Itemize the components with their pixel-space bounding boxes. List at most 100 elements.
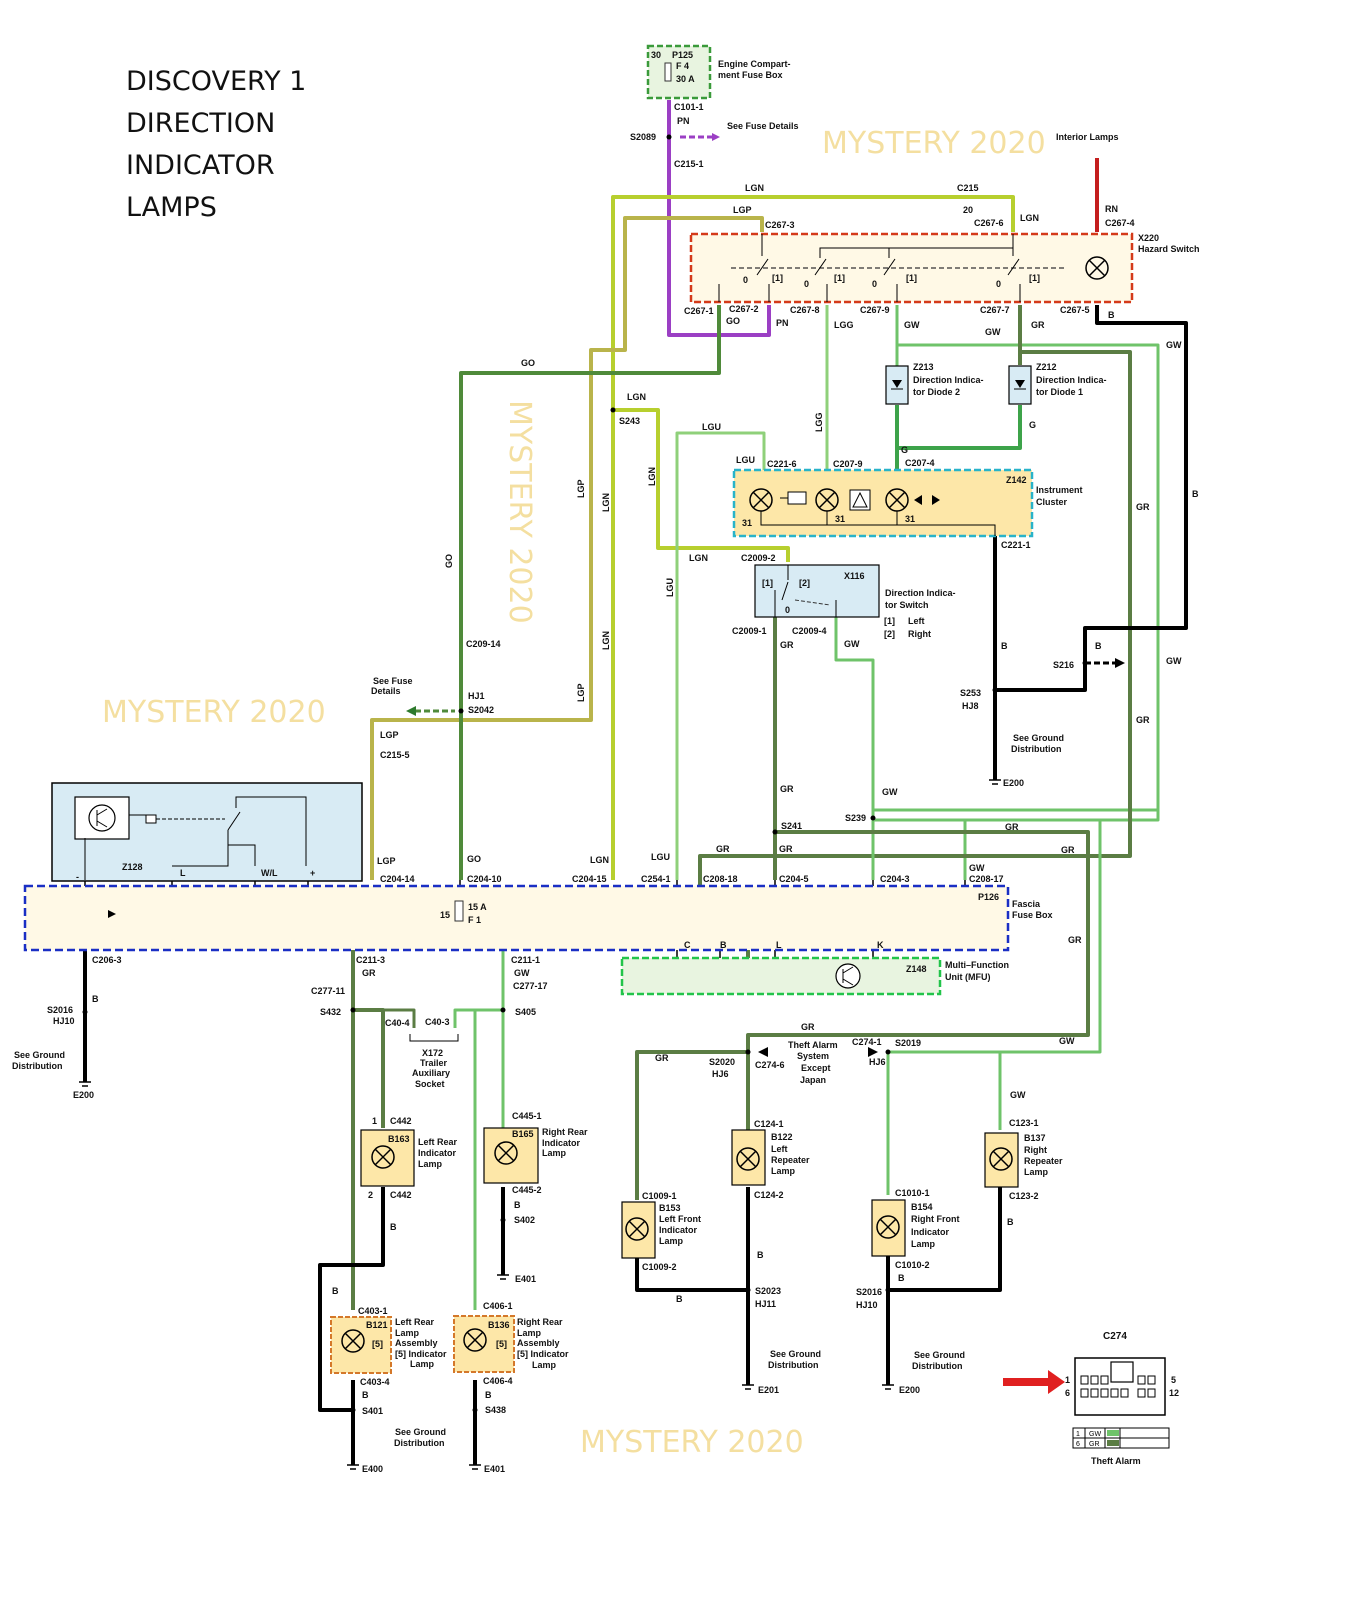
connector-housing xyxy=(1074,1357,1166,1416)
wire-pn-label: PN xyxy=(677,116,690,126)
wire-b-b163 xyxy=(318,1187,385,1412)
lamp-b153-name-2: Indicator xyxy=(659,1225,698,1235)
splice-s239: S239 xyxy=(845,813,866,823)
connector-c123-2: C123-2 xyxy=(1009,1191,1039,1201)
connector-c211-3: C211-3 xyxy=(356,955,385,965)
wire-b-lfl xyxy=(635,1255,748,1292)
diode-z212-name-1: Direction Indica- xyxy=(1036,375,1107,385)
ground-symbol-e200-cluster xyxy=(989,779,1001,785)
hazard-switch-id: X220 xyxy=(1138,233,1159,243)
cluster-lamp-left-icon xyxy=(749,488,773,512)
wire-gw-label-4: GW xyxy=(882,787,898,797)
connector-c215-1: C215-1 xyxy=(674,159,704,169)
wire-gw-label-3: GW xyxy=(844,639,860,649)
wire-lgp-label-fascia: LGP xyxy=(377,856,396,866)
connector-c274-face: C274 1 5 6 12 1 GW 6 GR Theft Alarm xyxy=(1003,1331,1179,1466)
lamp-b165-id: B165 xyxy=(512,1129,534,1139)
cluster-terminal-31-a: 31 xyxy=(742,518,752,528)
lamp-b136-name-2: Lamp xyxy=(517,1328,542,1338)
gw-swatch xyxy=(1107,1430,1119,1436)
lamp-b121-name-4: [5] Indicator xyxy=(395,1349,447,1359)
lamp-b154: C1010-1 B154 Right Front Indicator Lamp … xyxy=(856,1188,965,1395)
see-ground-front-right-2: Distribution xyxy=(912,1361,963,1371)
c274-pin-12-label: 12 xyxy=(1169,1388,1179,1398)
wire-gr-theft xyxy=(746,830,1090,1130)
diode-z213: Z213 Direction Indica- tor Diode 2 xyxy=(885,362,984,405)
lamp-b153: C1009-1 B153 Left Front Indicator Lamp C… xyxy=(621,1191,701,1304)
fuse-f4-amps: 30 A xyxy=(676,74,695,84)
rear-ground-distribution: See Ground Distribution xyxy=(394,1427,446,1448)
wire-gw-theft xyxy=(873,818,1102,1195)
connector-c215: C215 xyxy=(957,183,979,193)
cluster-lamp-mid-icon xyxy=(815,488,839,512)
wire-lgp xyxy=(370,216,764,880)
arrow-fuse-details-icon xyxy=(712,133,720,141)
splice-s402: S402 xyxy=(514,1215,535,1225)
title-line-3: INDICATOR xyxy=(126,150,275,181)
hazard-pos-0-b: 0 xyxy=(804,279,809,289)
mfu-id: Z148 xyxy=(906,964,927,974)
connector-pins xyxy=(1080,1375,1156,1398)
fuse-f4-icon xyxy=(664,62,672,82)
wire-pn-label-hazard: PN xyxy=(776,318,789,328)
connector-c1009-2: C1009-2 xyxy=(642,1262,677,1272)
ground-e401: E401 xyxy=(484,1464,505,1474)
trailer-socket-name-1: Trailer xyxy=(420,1058,448,1068)
fascia-fuse-box: 15 A F 1 15 P126 Fascia Fuse Box LGP GO … xyxy=(23,844,1053,978)
wire-gr-label-lfl: GR xyxy=(655,1053,669,1063)
interior-lamps-label: Interior Lamps xyxy=(1056,132,1119,142)
connector-c40-3: C40-3 xyxy=(425,1017,450,1027)
direction-switch-id: X116 xyxy=(844,571,865,581)
lamp-b137-name-1: Right xyxy=(1024,1145,1047,1155)
connector-c274-1: C274-1 xyxy=(852,1037,882,1047)
see-ground-front-left-1: See Ground xyxy=(770,1349,821,1359)
lamp-b163-name-3: Lamp xyxy=(418,1159,443,1169)
hazard-contact-4 xyxy=(1007,258,1020,276)
wire-gw-label-c211-1: GW xyxy=(514,968,530,978)
wire-labels: GO GO LGN LGN LGN LGN LGN LGP LGP LGP LG… xyxy=(371,340,1199,945)
engine-fuse-box-name: Engine Compart- xyxy=(718,59,791,69)
diode-2-icon xyxy=(892,380,902,388)
mfu-name-1: Multi–Function xyxy=(945,960,1009,970)
z128-terminal-plus: + xyxy=(310,868,315,878)
pointer-arrow-icon xyxy=(1003,1370,1065,1394)
connector-c277-11: C277-11 xyxy=(311,986,345,996)
lamp-b137-id: B137 xyxy=(1024,1133,1046,1143)
wire-b-label-b121: B xyxy=(332,1286,339,1296)
see-fuse-details: See Fuse Details xyxy=(727,121,799,131)
connector-c267-9: C267-9 xyxy=(860,305,890,315)
wire-b-label-b165: B xyxy=(514,1200,521,1210)
splice-s2042: S2042 xyxy=(468,705,494,715)
splice-s253: S253 xyxy=(960,688,981,698)
lamp-b136-name-5: Lamp xyxy=(532,1360,557,1370)
wire-lgn-label-3: LGN xyxy=(647,467,657,486)
instrument-cluster-id: Z142 xyxy=(1006,475,1027,485)
connector-c277-17: C277-17 xyxy=(513,981,548,991)
see-ground-rear-2: Distribution xyxy=(394,1438,445,1448)
connector-c1010-2: C1010-2 xyxy=(895,1260,930,1270)
connector-c406-4: C406-4 xyxy=(483,1376,513,1386)
connector-c267-1: C267-1 xyxy=(684,306,714,316)
diagram-title: DISCOVERY 1 DIRECTION INDICATOR LAMPS xyxy=(126,66,306,223)
wire-b-label-b163: B xyxy=(390,1222,397,1232)
connector-c267-4: C267-4 xyxy=(1105,218,1135,228)
wire-g-diode1 xyxy=(897,405,1022,450)
lamp-b163-name-2: Indicator xyxy=(418,1148,457,1158)
trailer-socket-id: X172 xyxy=(422,1048,443,1058)
diode-z212-name-2: tor Diode 1 xyxy=(1036,387,1083,397)
z128-terminal-wl: W/L xyxy=(261,868,278,878)
title-line-2: DIRECTION xyxy=(126,108,275,139)
connector-c207-9: C207-9 xyxy=(833,459,863,469)
ground-arrow-s216-icon xyxy=(1115,658,1125,668)
lamp-b154-name-3: Lamp xyxy=(911,1239,936,1249)
fascia-fuse-box-name-1: Fascia xyxy=(1012,899,1041,909)
splice-dot xyxy=(666,134,672,140)
z128-terminal-minus: - xyxy=(76,872,79,882)
connector-c123-1: C123-1 xyxy=(1009,1118,1039,1128)
wire-gr-label-1: GR xyxy=(1136,502,1150,512)
direction-switch-contact xyxy=(781,581,789,601)
wire-gr-label-7: GR xyxy=(1068,935,1082,945)
connector-c442-b: C442 xyxy=(390,1190,412,1200)
lamp-b154-name-1: Right Front xyxy=(911,1214,960,1224)
ground-symbol-e401-b165 xyxy=(497,1274,509,1280)
